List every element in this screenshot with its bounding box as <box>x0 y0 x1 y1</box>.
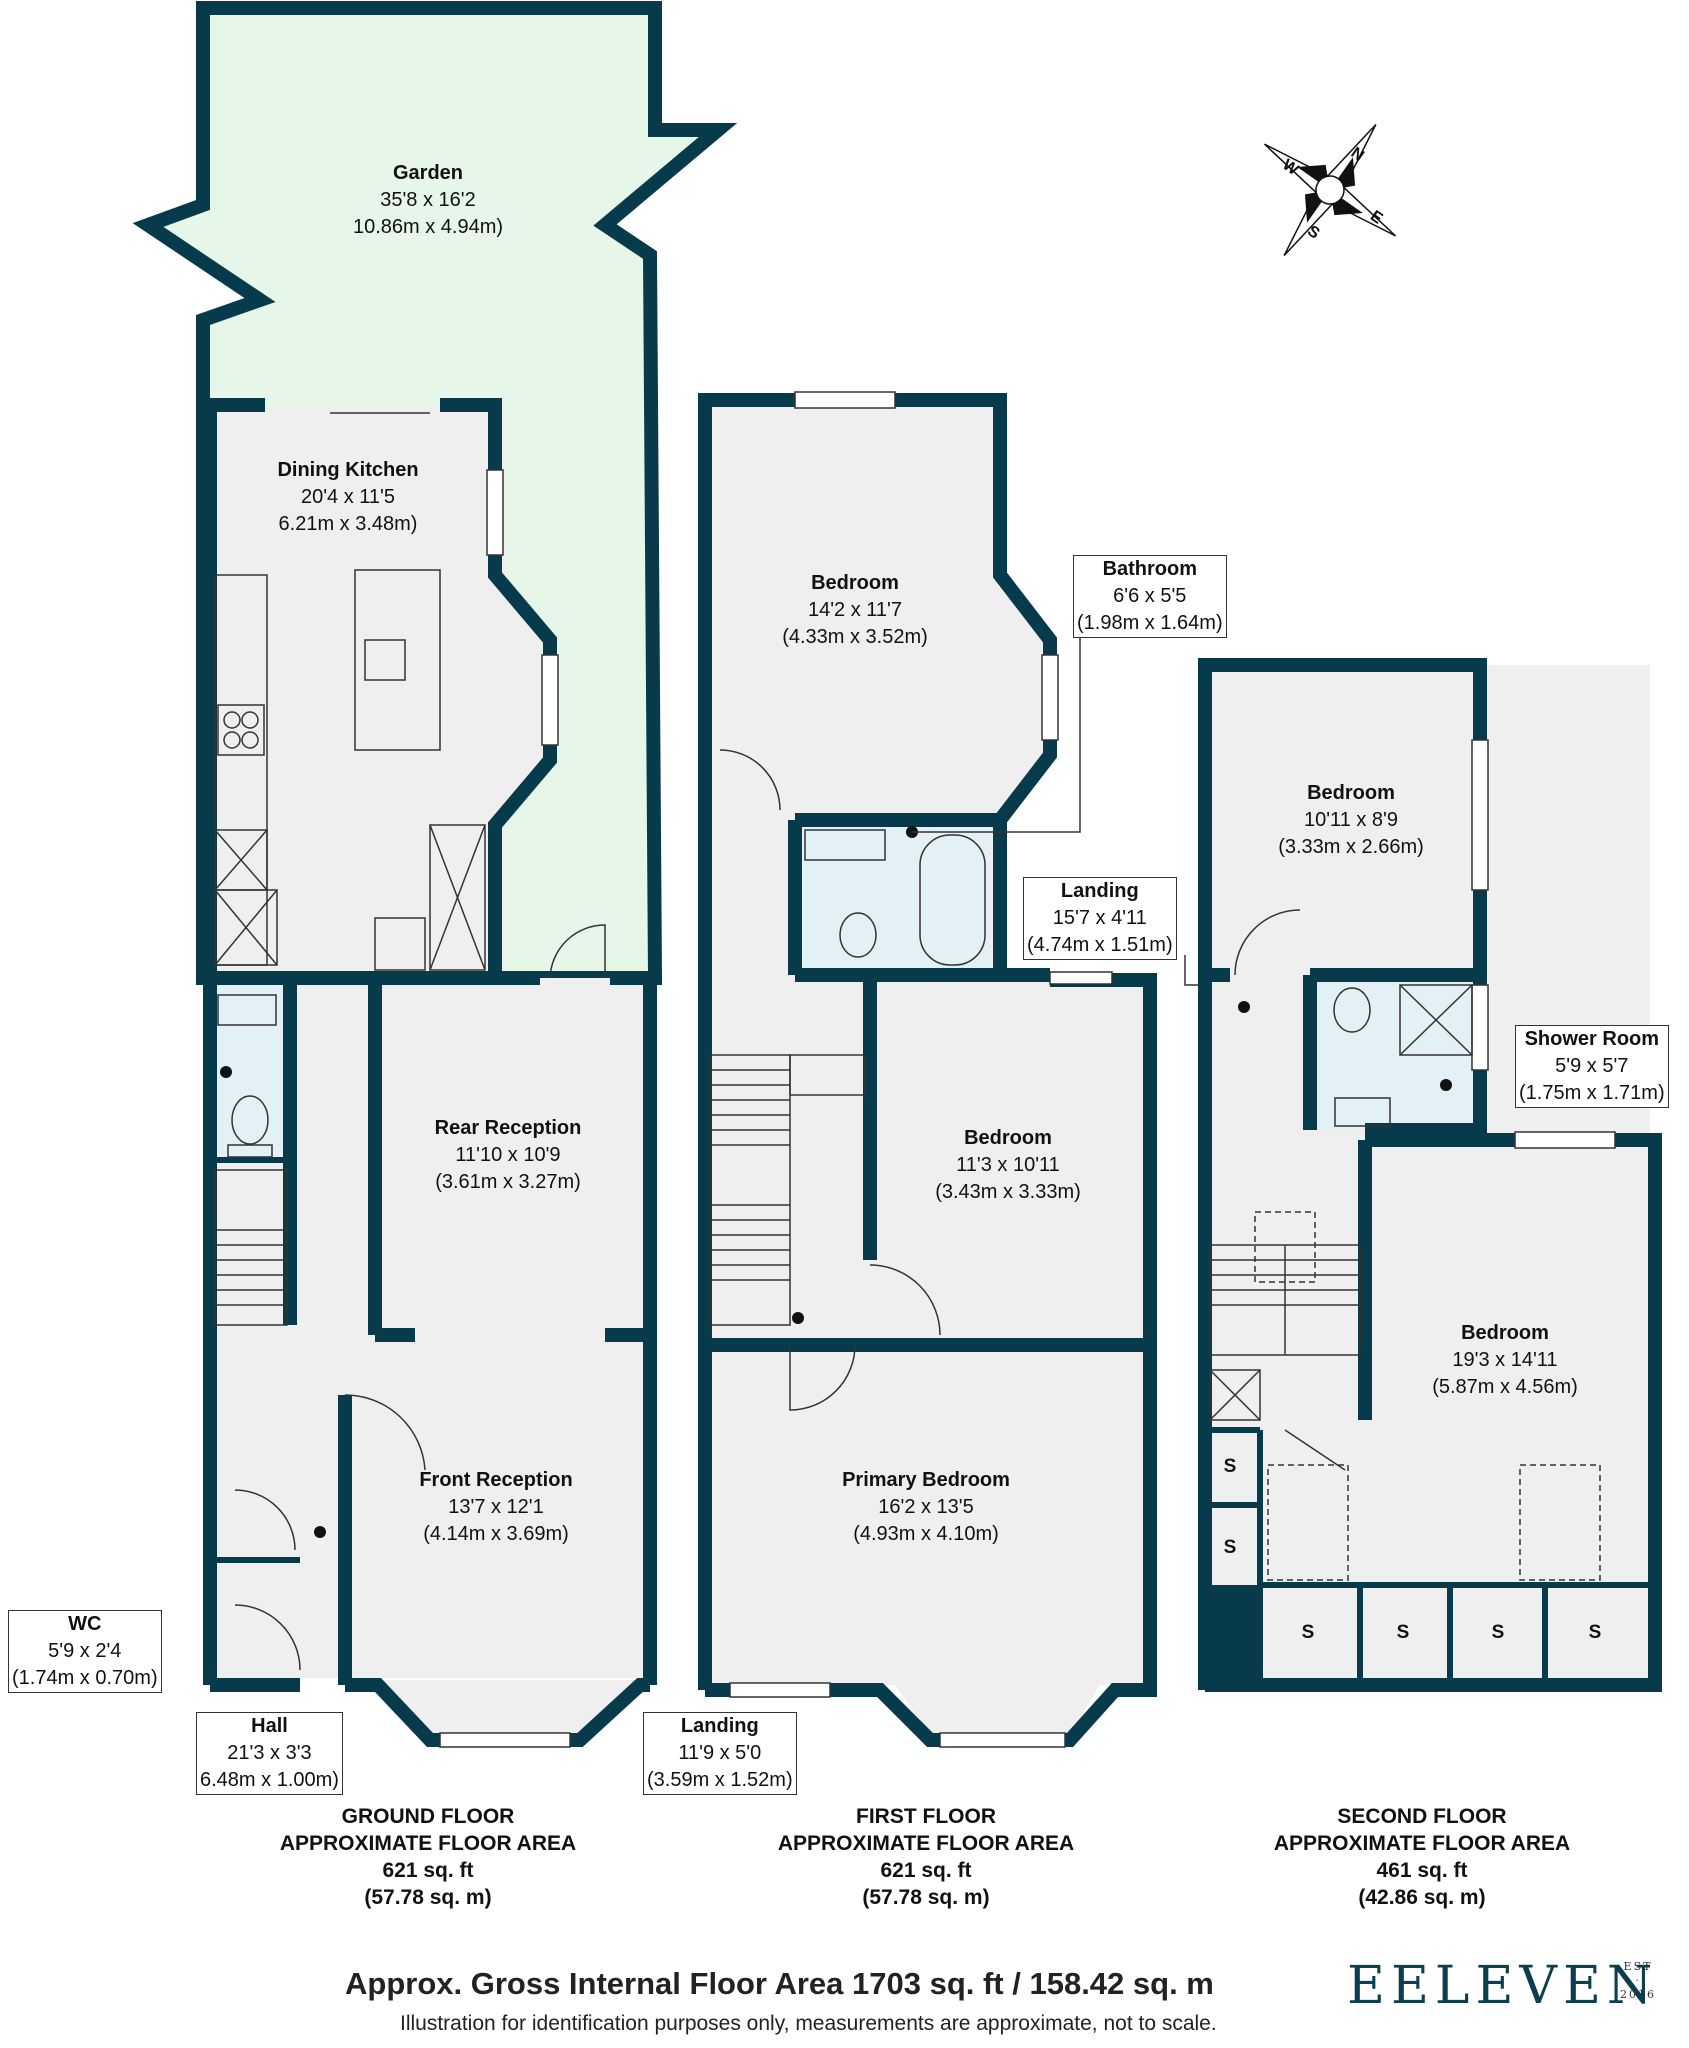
kitchen-wall-left <box>203 398 265 975</box>
second-front-walls <box>1205 1133 1662 1692</box>
bathroom-floor <box>800 820 990 975</box>
shower-room-floor <box>1310 975 1480 1130</box>
island-sink <box>364 639 406 681</box>
front-bay-window <box>439 1732 571 1748</box>
ground-stairs <box>214 1169 288 1326</box>
shower-tray <box>1399 984 1473 1056</box>
front-reception-door <box>344 1394 426 1471</box>
disclaimer: Illustration for identification purposes… <box>400 2012 1217 2035</box>
storage-label: S <box>1396 1622 1410 1643</box>
ground-floor-plan <box>132 1 738 1748</box>
first-floor-floor <box>705 400 1050 1690</box>
storage-label: S <box>1491 1622 1505 1643</box>
storage-label: S <box>1223 1537 1237 1558</box>
second-rear-walls <box>1198 658 1487 1690</box>
hob <box>217 704 265 756</box>
front-bay-floor <box>378 1680 640 1740</box>
rear-door-swing <box>549 924 606 979</box>
brand-established: EST·2016 <box>1620 1960 1656 2001</box>
first-front-walls <box>730 973 1157 1747</box>
gross-floor-area: Approx. Gross Internal Floor Area 1703 s… <box>345 1966 1214 2001</box>
first-stairs <box>709 1054 791 1326</box>
kitchen-window-2 <box>541 654 559 746</box>
compass-rose <box>1263 123 1397 257</box>
kitchen-wall-right <box>440 398 557 975</box>
first-floor-plan <box>698 391 1245 1748</box>
storage-label: S <box>1588 1622 1602 1643</box>
second-floor-plan <box>1198 658 1662 1692</box>
storage-label: S <box>1223 1456 1237 1477</box>
second-floor-floor <box>1205 665 1650 1685</box>
kitchen-island <box>354 569 441 751</box>
first-rear-window <box>794 391 896 409</box>
kitchen-bay-floor <box>495 570 550 830</box>
bath <box>919 834 986 966</box>
storage-label: S <box>1301 1622 1315 1643</box>
brand-logo: EELEVEN <box>1347 1956 1659 2016</box>
first-rear-walls <box>698 393 1057 1690</box>
kitchen-floor <box>210 405 505 970</box>
kitchen-window-1 <box>486 469 504 556</box>
